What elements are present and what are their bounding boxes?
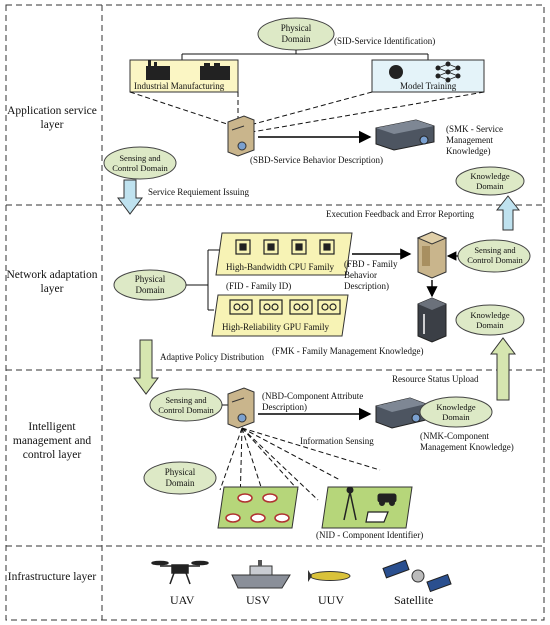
ctrl-sensing-control-label: Sensing and Control Domain — [158, 395, 214, 415]
ctrl-knowledge-ellipse — [419, 396, 493, 428]
factory-icon — [146, 60, 230, 80]
gpu-family-label: High-Reliability GPU Family — [222, 322, 329, 332]
router-icons — [225, 493, 290, 523]
resource-status-label: Resource Status Upload — [392, 374, 479, 384]
net-physical-domain-label: Physical Domain — [134, 274, 166, 295]
uav-drone-icon — [151, 560, 209, 585]
uav-label: UAV — [170, 593, 195, 607]
app-knowledge-ellipse — [455, 166, 525, 196]
fbd-label: (FBD - Family Behavior Description) — [344, 259, 398, 291]
service-requirement-arrow — [117, 179, 143, 215]
adaptive-policy-arrow — [133, 339, 159, 395]
nmk-label: (NMK-Component Management Knowledge) — [420, 431, 514, 452]
industrial-manufacturing-label: Industrial Manufacturing — [134, 81, 225, 91]
adaptive-policy-label: Adaptive Policy Distribution — [160, 352, 264, 362]
execution-feedback-arrow — [495, 195, 521, 231]
usv-boat-icon — [231, 560, 291, 589]
sid-label: (SID-Service Identification) — [334, 36, 436, 46]
smk-rack-server-icon — [375, 119, 435, 151]
nid-label: (NID - Component Identifier) — [316, 530, 424, 540]
outer-frame — [5, 4, 545, 621]
satellite-icon — [382, 559, 452, 593]
gpu-family-box — [211, 294, 349, 337]
fbd-tower-icon — [416, 231, 448, 279]
nmk-rack-server-icon — [375, 397, 427, 429]
ctrl-knowledge-label: Knowledge Domain — [436, 402, 476, 422]
service-requirement-label: Service Requiement Issuing — [148, 187, 249, 197]
layer-label-application: Application service layer — [7, 105, 97, 131]
cpu-family-label: High-Bandwidth CPU Family — [226, 262, 335, 272]
layer-label-network: Network adaptation layer — [6, 269, 98, 295]
sbd-server-icon — [227, 115, 255, 157]
fmk-tower-icon — [417, 297, 447, 343]
app-physical-domain-label: Physical Domain — [280, 23, 312, 44]
app-knowledge-label: Knowledge Domain — [470, 171, 510, 191]
fmk-label: (FMK - Family Management Knowledge) — [272, 346, 424, 356]
uuv-torpedo-icon — [308, 570, 351, 582]
fid-label: (FID - Family ID) — [226, 281, 292, 291]
uuv-label: UUV — [318, 593, 344, 607]
net-sensing-control-label: Sensing and Control Domain — [467, 245, 523, 265]
cpu-chip-icons — [235, 239, 335, 255]
net-knowledge-label: Knowledge Domain — [470, 310, 510, 330]
usv-label: USV — [246, 593, 271, 607]
net-knowledge-ellipse — [455, 304, 525, 336]
ctrl-physical-domain-label: Physical Domain — [164, 467, 196, 488]
smk-label: (SMK - Service Management Knowledge) — [446, 124, 503, 156]
app-sensing-control-ellipse — [103, 146, 177, 180]
nbd-label: (NBD-Component Attribute Description) — [262, 391, 364, 412]
model-training-label: Model Training — [400, 81, 457, 91]
satellite-label: Satellite — [394, 593, 434, 607]
app-sensing-control-label: Sensing and Control Domain — [112, 153, 168, 173]
antenna-vehicle-icons — [343, 486, 397, 523]
layer-label-control: Intelligent management and control layer — [12, 421, 92, 461]
information-sensing-label: Information Sensing — [300, 436, 374, 446]
brain-network-icon — [389, 61, 461, 83]
layer-label-infrastructure: Infrastructure layer — [7, 571, 97, 583]
ctrl-physical-domain-ellipse — [143, 461, 217, 495]
resource-status-arrow — [490, 337, 516, 401]
nbd-server-icon — [227, 387, 255, 429]
execution-feedback-label: Execution Feedback and Error Reporting — [326, 209, 474, 219]
sbd-label: (SBD-Service Behavior Description) — [250, 155, 383, 165]
gpu-card-icons — [229, 299, 341, 315]
